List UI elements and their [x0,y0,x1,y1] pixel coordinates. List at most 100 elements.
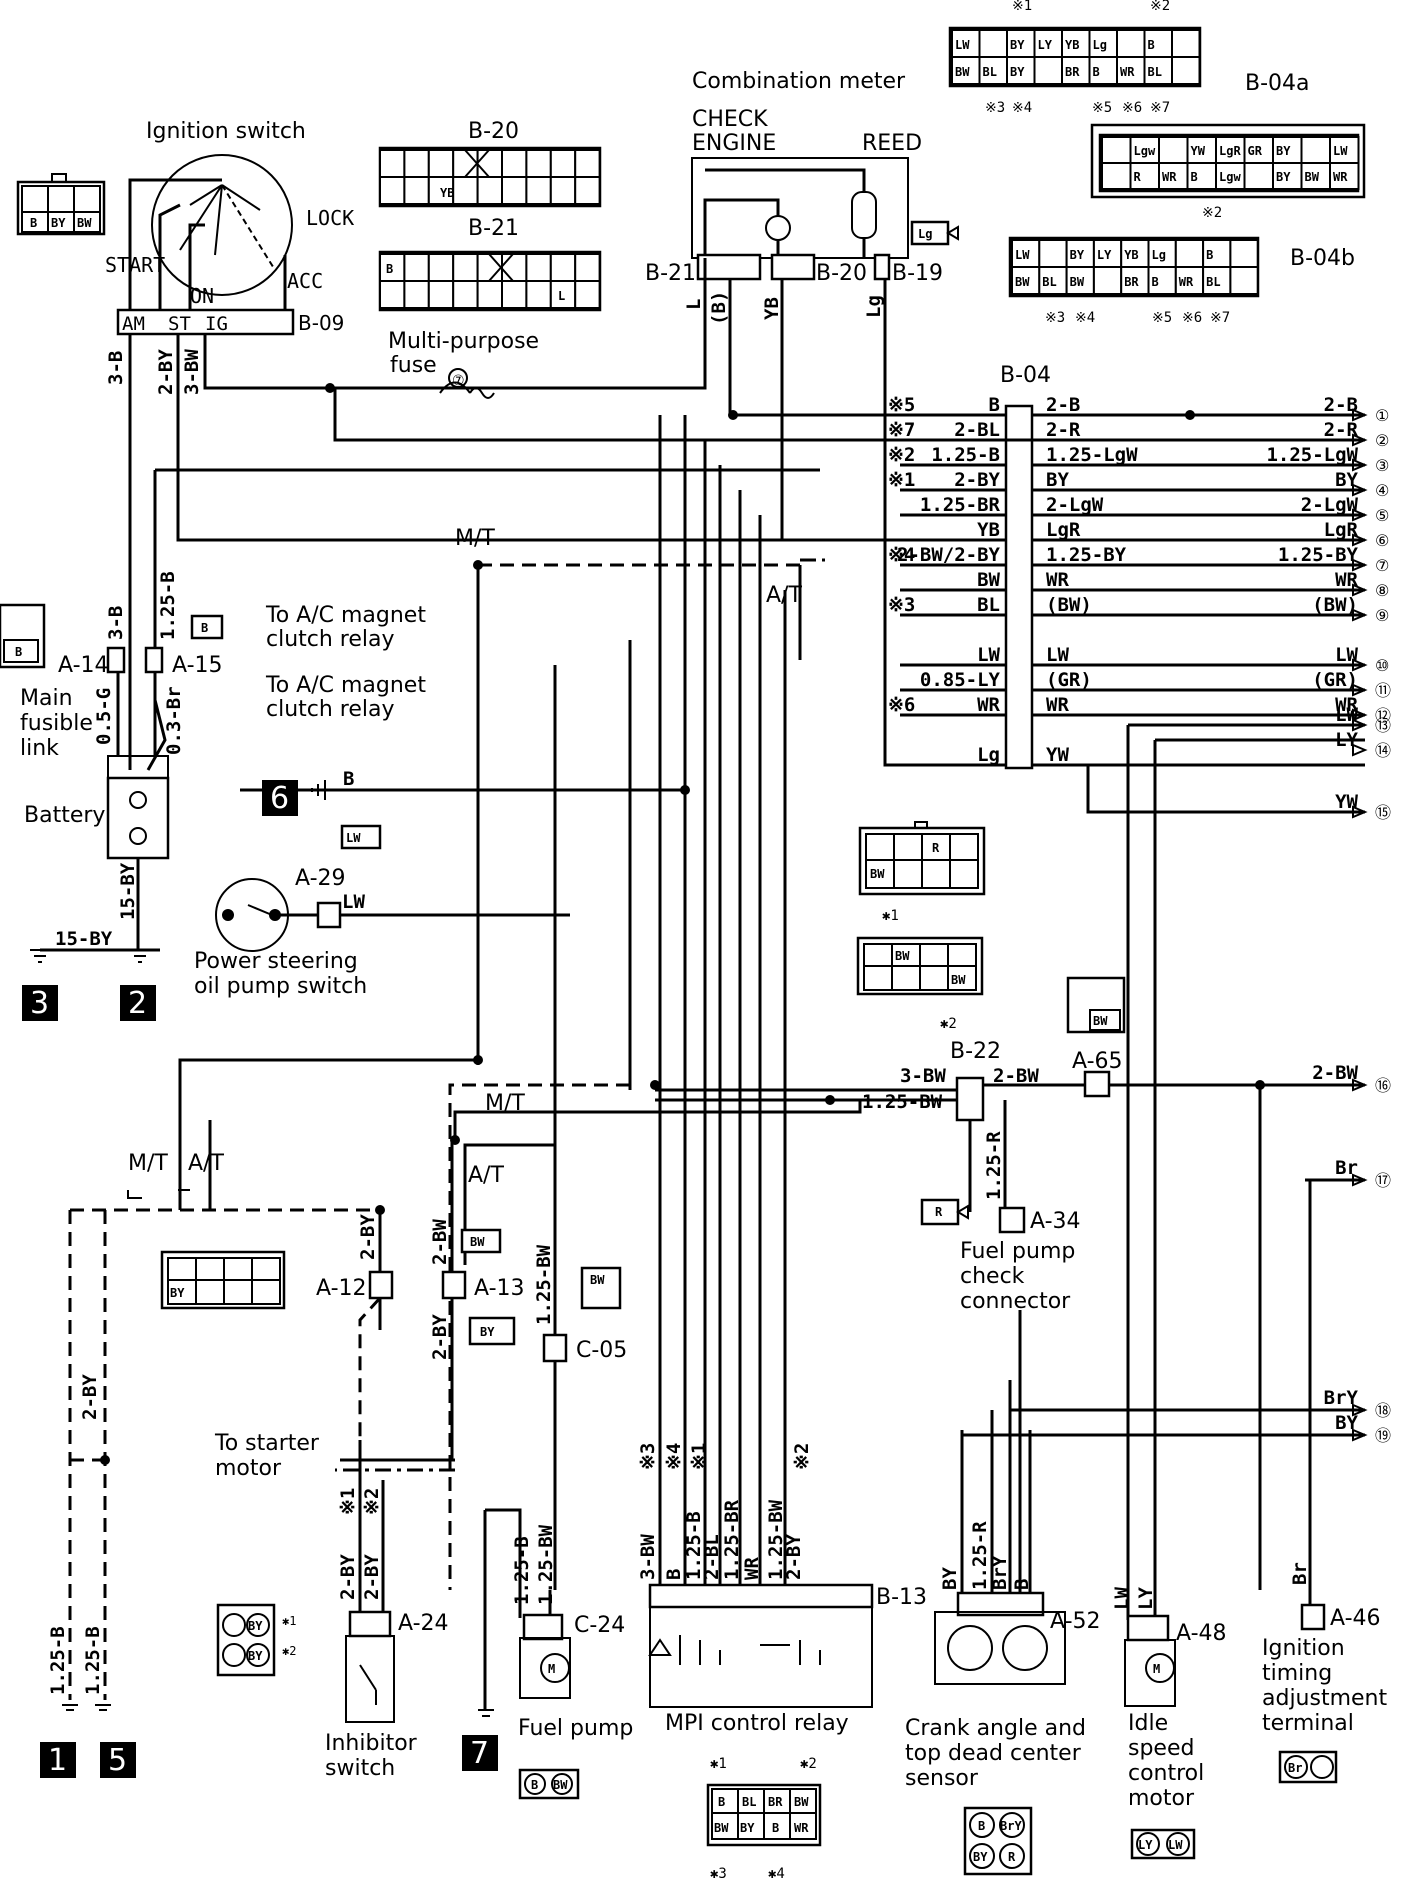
wire-labels: 3-B 2-BY 3-BW 3-B 1.25-B 0.5-G 0.3-Br 15… [47,291,1311,1695]
pin-cell [1243,162,1274,190]
bus-left-label: 0.85-LY [920,669,1001,691]
wire-label: 2-BY [429,1314,451,1360]
pin: GR [1248,144,1263,158]
pin: R [935,1205,943,1219]
pin: BW [955,65,970,79]
mark: ※4 [1012,100,1032,116]
right-end-label: Br [1335,1157,1358,1179]
pin: BY [1070,248,1085,262]
circuit-number: ⑧ [1375,581,1389,600]
bus-end-label: 2-LgW [1301,494,1359,516]
pin: BW [553,1778,568,1792]
pin: BY [1276,144,1291,158]
ac-relay-label: To A/C magnet [265,603,426,628]
svg-text:M: M [1153,1662,1160,1676]
battery-label: Battery [24,803,105,828]
wire-label: B [1011,1579,1033,1590]
ground-markers: 3 2 6 1 5 7 [22,780,498,1778]
wire-label: 2-BY [361,1554,383,1600]
connector-label-b21: B-21 [468,216,519,241]
acc-label: ACC [287,269,323,293]
pin: WR [1120,65,1135,79]
pin: B [386,262,393,276]
pin: BY [1010,38,1025,52]
circuit-number: ⑪ [1375,681,1391,700]
wire-label: 3-B [105,606,127,640]
wire-label: B [343,768,354,790]
pin-cell [501,176,528,205]
connector-label-a14: A-14 [58,653,109,678]
mark: ※5 [1092,100,1112,116]
bus-end-label: WR [1335,569,1358,591]
circuit-number: ③ [1375,456,1389,475]
bus-end-label: LW [1335,644,1358,666]
bus-right-label: 1.25-BY [1046,544,1127,566]
pin: Lgw [1134,144,1156,158]
connector-label-c24: C-24 [574,1613,625,1638]
ign-timing-label: terminal [1262,1711,1354,1736]
pin-cell [525,253,552,282]
wire-label: 15-BY [117,862,139,920]
at-label: A/T [468,1163,504,1188]
pin-cell [574,176,601,205]
reed-label: REED [862,131,922,156]
pin: BY [480,1325,495,1339]
circuit-number: ④ [1375,481,1389,500]
combination-meter: Combination meter CHECK ENGINE REED B-21… [645,69,959,286]
b22-block [955,1076,985,1122]
pin: BW [1015,275,1030,289]
bus-mark: ※7 [888,419,915,441]
wire-label: 1.25-B [511,1536,533,1605]
connector-label-b19: B-19 [892,261,943,286]
wire-label: 1.25-BW [535,1524,557,1605]
pin-cell [452,253,479,282]
pin: YB [440,186,454,200]
wire-label: 1.25-B [82,1626,104,1695]
bus-right-label: 2-LgW [1046,494,1104,516]
bus-left-label: YB [977,519,1000,541]
pin-cell [1101,162,1132,190]
pin-cell [501,253,528,282]
bus-mark: ※1 [888,469,915,491]
bus-mark: ※5 [888,394,915,416]
wire-mark: ※2 [791,1443,813,1470]
b04-block [1004,404,1034,770]
fuel-pump-check-label: Fuel pump [960,1239,1075,1264]
pin-cell [1158,162,1189,190]
pin-cell [501,149,528,178]
pin-cell [549,253,577,282]
fusible-link-label: Main [20,686,73,711]
pin: B [201,621,208,635]
bus-left-label: WR [977,694,1000,716]
terminal-ig: IG [205,313,228,335]
pin: B [15,645,22,659]
battery-body [106,776,170,860]
connector-label-b20-meter: B-20 [816,261,867,286]
pin-cell [452,176,479,205]
pin: BrY [1000,1819,1022,1833]
labels: Multi-purpose fuse ⑦ To A/C magnet clutc… [20,329,1387,1811]
ignition-switch-label: Ignition switch [146,119,306,144]
bus-right-label: BY [1046,469,1069,491]
pin-cell [452,149,479,178]
connector-label-b20: B-20 [468,119,519,144]
pin: LY [1097,248,1112,262]
wire-mark: ※3 [637,1443,659,1470]
pin: BW [1093,1014,1108,1028]
lock-label: LOCK [306,206,354,230]
wire-label: LW [1111,1587,1133,1610]
pin: BW [870,867,885,881]
mark: ※4 [1075,310,1095,326]
bus-left-label: 2-BL [954,419,1000,441]
wire-label: 2-BY [783,1534,805,1580]
bus-left-label: Lg [977,744,1000,766]
wire-label: 1.25-B [157,571,179,640]
pin: B [531,1778,538,1792]
bus-end-label: LW [1335,704,1358,726]
wire-label: BrY [989,1555,1011,1590]
ps-switch-label: oil pump switch [194,974,367,999]
mt-label: M/T [485,1091,525,1116]
crank-sensor-label: sensor [905,1766,979,1791]
